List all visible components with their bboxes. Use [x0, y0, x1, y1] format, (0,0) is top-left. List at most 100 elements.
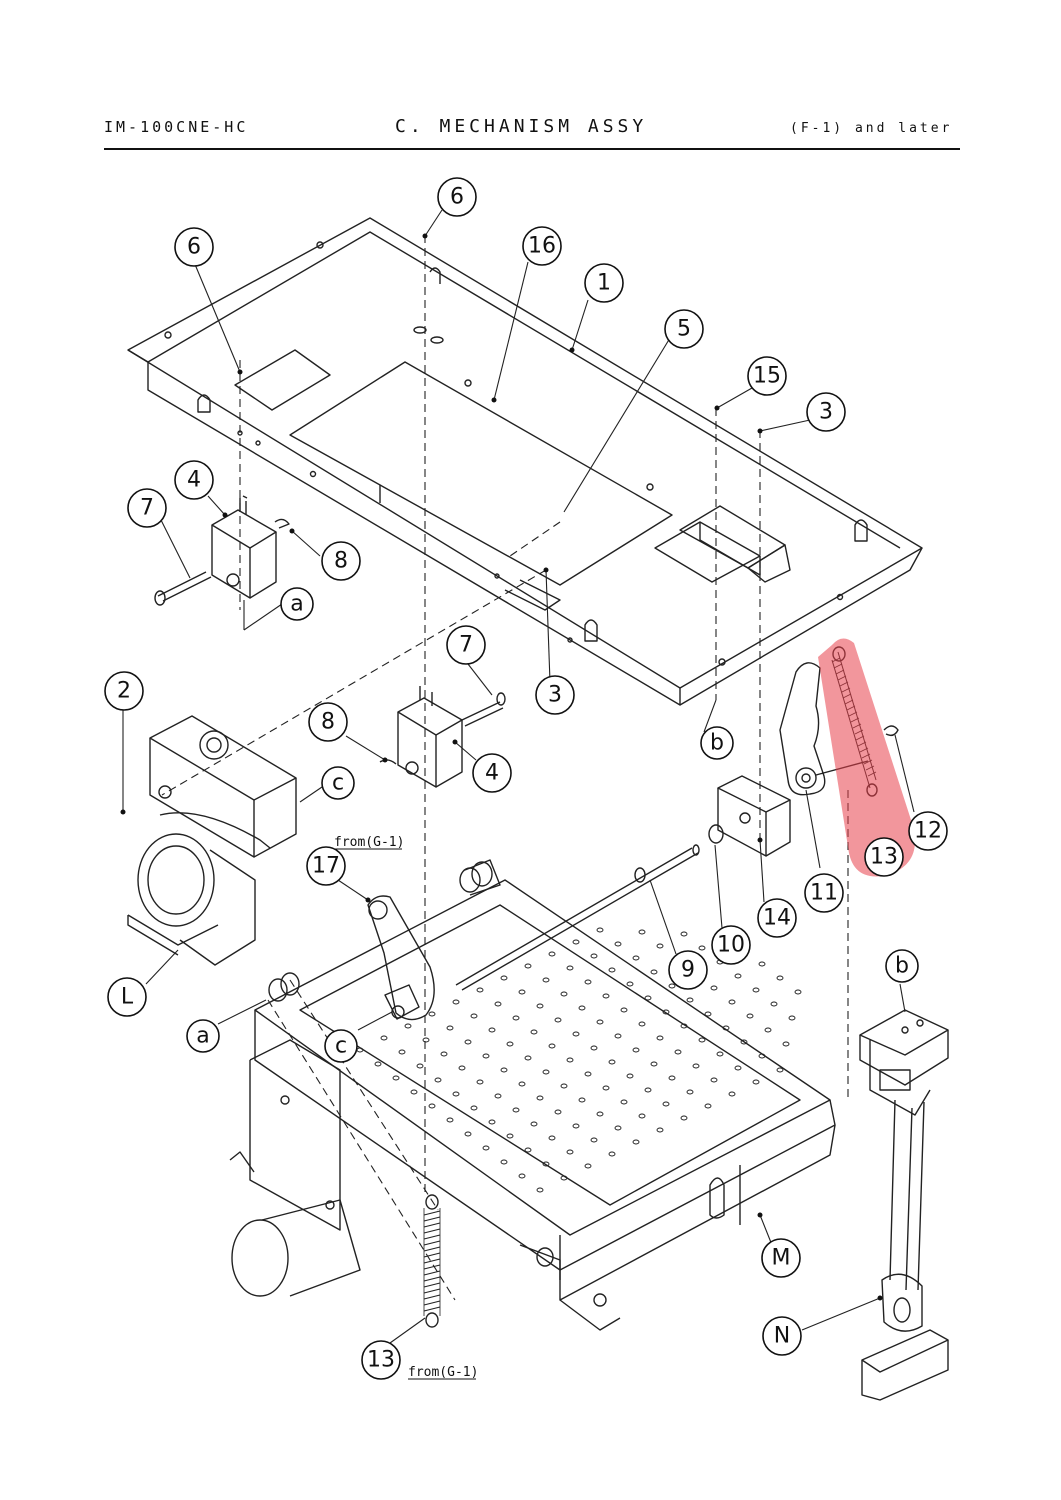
svg-text:13: 13	[870, 845, 898, 870]
tray-hole	[422, 1037, 430, 1043]
tray-hole	[590, 1137, 598, 1143]
tray-hole	[470, 1013, 478, 1019]
tray-hole	[722, 1025, 730, 1031]
shaft-9	[455, 775, 791, 991]
tray-hole	[554, 1109, 562, 1115]
callout-b-upper: b	[700, 726, 734, 760]
tray-hole	[656, 943, 664, 949]
tray-hole	[560, 1083, 568, 1089]
tray-hole	[782, 1041, 790, 1047]
assembly-lines	[161, 235, 849, 1301]
svg-text:a: a	[290, 592, 303, 617]
tray-hole	[578, 1097, 586, 1103]
callout-11: 11	[804, 873, 844, 913]
tray-assy-M	[229, 859, 836, 1331]
tray-hole	[758, 961, 766, 967]
tray-hole	[410, 1089, 418, 1095]
tray-hole	[524, 1147, 532, 1153]
callout-7-left: 7	[127, 488, 167, 528]
svg-text:b: b	[895, 954, 909, 979]
svg-text:15: 15	[753, 364, 781, 389]
tray-hole	[356, 1047, 364, 1053]
svg-text:N: N	[774, 1324, 790, 1349]
svg-text:c: c	[335, 1034, 347, 1059]
tray-hole	[644, 995, 652, 1001]
section-title: C. MECHANISM ASSY	[395, 116, 648, 137]
svg-text:a: a	[196, 1024, 209, 1049]
tray-hole	[638, 1113, 646, 1119]
callout-12: 12	[908, 811, 948, 851]
pin-12	[883, 725, 899, 737]
callout-a-upper: a	[280, 587, 314, 621]
svg-text:6: 6	[187, 235, 201, 260]
callout-group: 1 2 3 3 4 4 5 6 6 7 7 8 8 9 10 11 12 13 …	[104, 177, 948, 1380]
tray-hole	[434, 1077, 442, 1083]
tray-hole	[794, 989, 802, 995]
tray-hole	[458, 1065, 466, 1071]
tray-hole	[416, 1063, 424, 1069]
tray-hole	[548, 1135, 556, 1141]
tray-hole	[530, 1029, 538, 1035]
tray-hole	[692, 1063, 700, 1069]
callout-16: 16	[522, 226, 562, 266]
svg-text:10: 10	[717, 933, 745, 958]
svg-text:11: 11	[810, 881, 838, 906]
svg-text:8: 8	[321, 710, 335, 735]
bracket-4-center	[379, 686, 506, 788]
tray-hole	[596, 927, 604, 933]
svg-text:8: 8	[334, 549, 348, 574]
tray-hole	[572, 1123, 580, 1129]
tray-hole	[518, 1173, 526, 1179]
tray-hole	[518, 1081, 526, 1087]
svg-text:16: 16	[528, 234, 556, 259]
revision-note: (F-1) and later	[790, 121, 953, 136]
tray-hole	[542, 1161, 550, 1167]
callout-10: 10	[711, 925, 751, 965]
tray-hole	[554, 1017, 562, 1023]
callout-1: 1	[584, 263, 624, 303]
tray-hole	[542, 1069, 550, 1075]
callout-a-lower: a	[186, 1019, 220, 1053]
lever-17	[367, 895, 435, 1021]
callout-c-lower: c	[324, 1029, 358, 1063]
callout-5: 5	[664, 309, 704, 349]
tray-hole	[488, 1119, 496, 1125]
header-rule	[104, 148, 960, 150]
motor-assy-L	[127, 715, 297, 966]
svg-text:4: 4	[485, 761, 499, 786]
tray-hole	[560, 991, 568, 997]
tray-hole	[728, 1091, 736, 1097]
svg-text:5: 5	[677, 317, 691, 342]
svg-text:9: 9	[681, 958, 695, 983]
from-g1-text-bottom: from(G-1)	[408, 1365, 478, 1380]
tray-hole	[608, 967, 616, 973]
tray-hole	[776, 975, 784, 981]
tray-hole	[644, 1087, 652, 1093]
svg-text:b: b	[710, 731, 724, 756]
tray-hole	[482, 1053, 490, 1059]
tray-hole	[608, 1059, 616, 1065]
svg-text:2: 2	[117, 679, 131, 704]
svg-text:14: 14	[763, 906, 791, 931]
svg-text:1: 1	[597, 271, 611, 296]
tray-hole	[566, 1149, 574, 1155]
callout-2: 2	[104, 671, 144, 711]
tray-hole	[680, 931, 688, 937]
top-frame-part	[127, 217, 923, 706]
tray-hole	[620, 1007, 628, 1013]
tray-hole	[776, 1067, 784, 1073]
tray-hole	[632, 1139, 640, 1145]
callout-M: M	[761, 1238, 801, 1278]
tray-hole	[536, 1003, 544, 1009]
leader-lines	[122, 209, 915, 1344]
tray-hole	[392, 1075, 400, 1081]
tray-hole	[524, 1055, 532, 1061]
tray-hole	[548, 951, 556, 957]
tray-hole	[452, 1091, 460, 1097]
svg-text:c: c	[332, 771, 344, 796]
tray-hole	[404, 1023, 412, 1029]
tray-hole	[482, 1145, 490, 1151]
svg-text:7: 7	[140, 496, 154, 521]
tray-hole	[608, 1151, 616, 1157]
